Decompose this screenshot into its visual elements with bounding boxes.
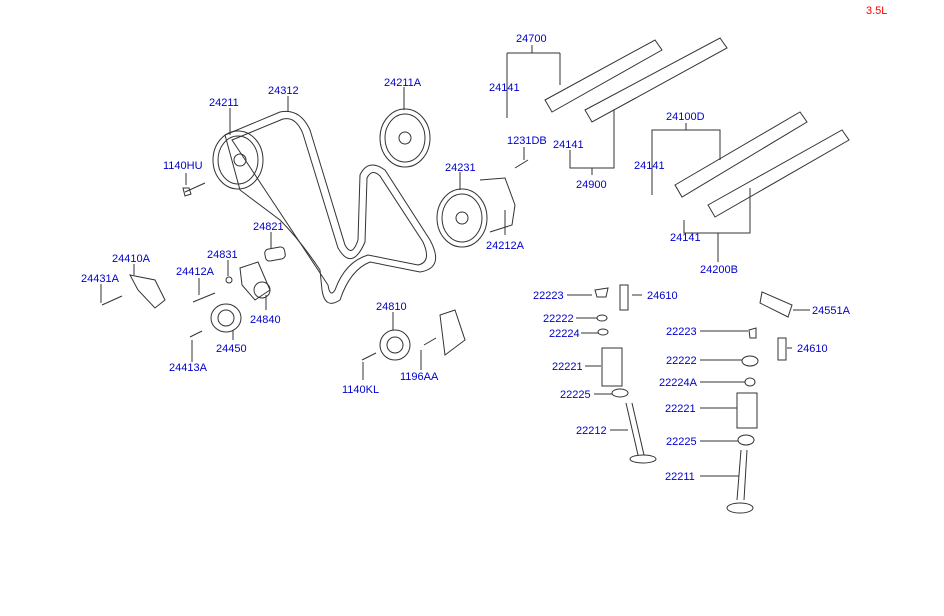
- part-label-22225-b[interactable]: 22225: [666, 436, 697, 448]
- part-label-24810[interactable]: 24810: [376, 301, 407, 313]
- part-label-24551A[interactable]: 24551A: [812, 305, 850, 317]
- part-label-24700[interactable]: 24700: [516, 33, 547, 45]
- valve-train-intake: [594, 284, 657, 464]
- camshaft-24900: [584, 37, 728, 123]
- part-label-22221-a[interactable]: 22221: [552, 361, 583, 373]
- part-label-24840[interactable]: 24840: [250, 314, 281, 326]
- bolt-1140HU: [182, 182, 206, 197]
- part-label-22223-b[interactable]: 22223: [666, 326, 697, 338]
- part-label-24831[interactable]: 24831: [207, 249, 238, 261]
- part-label-1231DB[interactable]: 1231DB: [507, 135, 547, 147]
- part-label-22224[interactable]: 22224: [549, 328, 580, 340]
- camshaft-24100D: [674, 111, 808, 198]
- cam-sprocket-24211A: [379, 108, 431, 168]
- part-label-24141-a[interactable]: 24141: [489, 82, 520, 94]
- engine-variant-label: 3.5L: [866, 5, 888, 17]
- part-label-24821[interactable]: 24821: [253, 221, 284, 233]
- part-label-24231[interactable]: 24231: [445, 162, 476, 174]
- part-label-24312[interactable]: 24312: [268, 85, 299, 97]
- part-label-24450[interactable]: 24450: [216, 343, 247, 355]
- part-label-22222-b[interactable]: 22222: [666, 355, 697, 367]
- camshaft-24200B: [707, 129, 850, 218]
- tensioner-assembly: [101, 246, 286, 338]
- idler-pulley-24810: [361, 309, 466, 361]
- valve-train-exhaust: [726, 291, 793, 514]
- part-label-24410A[interactable]: 24410A: [112, 253, 150, 265]
- bolt-1231DB: [514, 159, 529, 169]
- part-label-22224A[interactable]: 22224A: [659, 377, 697, 389]
- part-label-24212A[interactable]: 24212A: [486, 240, 524, 252]
- part-label-24610-b[interactable]: 24610: [797, 343, 828, 355]
- part-label-24141-c[interactable]: 24141: [634, 160, 665, 172]
- part-label-24100D[interactable]: 24100D: [666, 111, 705, 123]
- part-label-24141-d[interactable]: 24141: [670, 232, 701, 244]
- cam-sprocket-24231: [436, 177, 516, 248]
- part-label-22225-a[interactable]: 22225: [560, 389, 591, 401]
- part-label-22223-a[interactable]: 22223: [533, 290, 564, 302]
- cam-sprocket-24211: [212, 130, 264, 190]
- part-label-24141-b[interactable]: 24141: [553, 139, 584, 151]
- part-label-24200B[interactable]: 24200B: [700, 264, 738, 276]
- part-label-22211[interactable]: 22211: [665, 471, 695, 483]
- part-label-24900[interactable]: 24900: [576, 179, 607, 191]
- part-label-22212[interactable]: 22212: [576, 425, 607, 437]
- part-label-24211[interactable]: 24211: [209, 97, 239, 109]
- camshaft-24700: [544, 39, 663, 113]
- part-label-1140HU[interactable]: 1140HU: [163, 160, 203, 172]
- part-label-1196AA[interactable]: 1196AA: [400, 371, 439, 383]
- part-label-22221-b[interactable]: 22221: [665, 403, 696, 415]
- part-label-24431A[interactable]: 24431A: [81, 273, 119, 285]
- part-label-1140KL[interactable]: 1140KL: [342, 384, 380, 396]
- leader-lines: [100, 45, 810, 477]
- part-label-24211A[interactable]: 24211A: [384, 77, 422, 89]
- part-label-22222-a[interactable]: 22222: [543, 313, 574, 325]
- part-label-24610-a[interactable]: 24610: [647, 290, 678, 302]
- part-label-24413A[interactable]: 24413A: [169, 362, 207, 374]
- part-label-24412A[interactable]: 24412A: [176, 266, 214, 278]
